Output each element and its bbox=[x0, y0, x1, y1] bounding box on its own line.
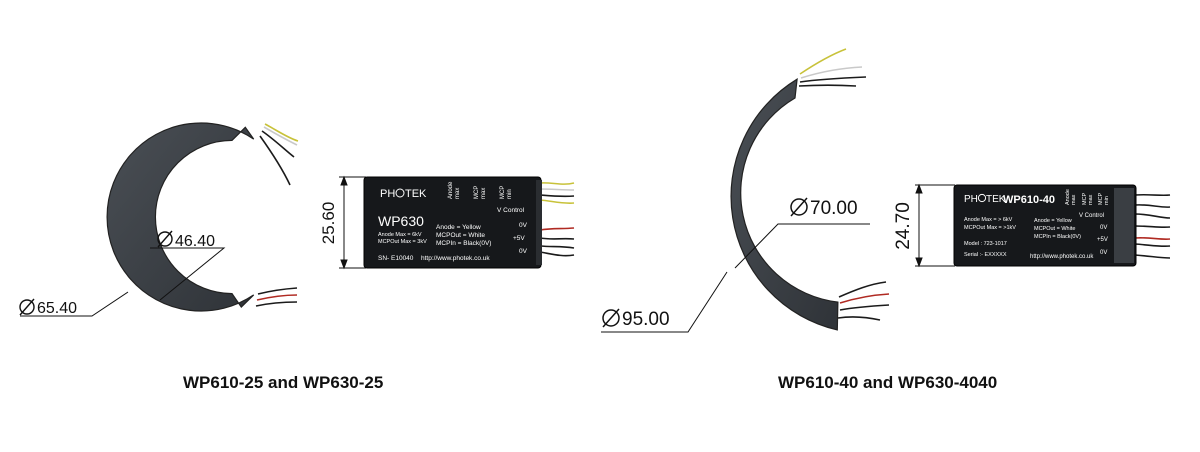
right-url: http://www.photek.co.uk bbox=[1030, 254, 1094, 260]
left-height-value: 25.60 bbox=[319, 202, 338, 245]
left-url: http://www.photek.co.uk bbox=[421, 255, 490, 262]
left-v2: +5V bbox=[513, 235, 525, 242]
left-driver-module: PH TEK WP630 Anode Max = 6kV MCPOut Max … bbox=[363, 176, 542, 269]
left-inner-diameter-value: 46.40 bbox=[175, 233, 215, 250]
right-col3-line2: min bbox=[1104, 196, 1110, 205]
left-leader-lines bbox=[20, 247, 226, 317]
left-brand-left: PH bbox=[380, 188, 395, 200]
left-col1-line2: max bbox=[455, 188, 461, 199]
right-inner-diameter-value: 70.00 bbox=[810, 198, 858, 219]
right-outer-diameter-value: 95.00 bbox=[622, 309, 670, 330]
left-col2-line2: max bbox=[481, 188, 487, 199]
right-v2: +5V bbox=[1097, 237, 1108, 243]
left-brand-right: TEK bbox=[405, 188, 427, 200]
left-brand-o-icon bbox=[395, 188, 405, 198]
left-module-wires bbox=[539, 182, 575, 257]
left-col3-line2: min bbox=[507, 189, 513, 199]
left-assembly: 65.40 46.40 25.60 bbox=[19, 122, 575, 317]
right-brand-right: TEK bbox=[986, 194, 1006, 205]
left-v3: 0V bbox=[519, 248, 528, 255]
right-assembly: 95.00 70.00 24.70 bbox=[601, 48, 1171, 333]
left-caption: WP610-25 and WP630-25 bbox=[183, 373, 384, 392]
right-v3: 0V bbox=[1100, 250, 1107, 256]
left-height-dimension bbox=[339, 175, 366, 270]
left-inner-diameter-label: 46.40 bbox=[157, 230, 215, 250]
left-wire2: MCPOut = White bbox=[436, 232, 485, 239]
right-ring-wires-bottom bbox=[837, 281, 890, 321]
left-v1: 0V bbox=[519, 222, 528, 229]
left-outer-diameter-label: 65.40 bbox=[19, 298, 77, 317]
right-c-ring bbox=[730, 78, 839, 331]
left-spec-line1: Anode Max = 6kV bbox=[378, 232, 422, 238]
left-spec-line2: MCPOut Max = 3kV bbox=[378, 239, 427, 245]
left-v-control: V Control bbox=[497, 207, 525, 214]
right-col2-line2: max bbox=[1088, 194, 1094, 205]
right-model-name: WP610-40 bbox=[1003, 194, 1055, 206]
right-v-control: V Control bbox=[1079, 213, 1104, 219]
left-outer-diameter-value: 65.40 bbox=[37, 300, 77, 317]
left-c-ring bbox=[106, 122, 255, 312]
right-wire2: MCPOut = White bbox=[1034, 226, 1075, 232]
right-inner-diameter-label: 70.00 bbox=[790, 197, 858, 219]
right-caption: WP610-40 and WP630-4040 bbox=[778, 373, 998, 392]
left-col1-line1: Anode bbox=[448, 181, 454, 199]
right-height-value: 24.70 bbox=[893, 202, 914, 250]
right-height-dimension bbox=[915, 183, 955, 268]
right-col1-line1: Anode bbox=[1065, 189, 1071, 205]
left-col3-line1: MCP bbox=[500, 186, 506, 199]
right-spec-line1: Anode Max = > 6kV bbox=[964, 217, 1013, 223]
right-leader-lines bbox=[601, 223, 870, 333]
left-wire1: Anode = Yellow bbox=[436, 224, 481, 231]
right-col3-line1: MCP bbox=[1098, 192, 1104, 205]
right-wire1: Anode = Yellow bbox=[1034, 218, 1072, 224]
left-col2-line1: MCP bbox=[474, 186, 480, 199]
right-serial: Serial :- EXXXXX bbox=[964, 252, 1007, 258]
right-module-wires bbox=[1134, 193, 1171, 259]
right-col2-line1: MCP bbox=[1082, 192, 1088, 205]
left-wire3: MCPIn = Black(0V) bbox=[436, 240, 491, 247]
left-serial: SN- E10040 bbox=[378, 255, 414, 262]
right-col1-line2: max bbox=[1071, 194, 1077, 205]
right-wire3: MCPIn = Black(0V) bbox=[1034, 234, 1081, 240]
left-ring-wires-bottom bbox=[255, 287, 298, 307]
right-driver-module: PH TEK WP610-40 Anode Max = > 6kV MCPOut… bbox=[953, 184, 1137, 267]
right-spec-line2: MCPOut Max = >1kV bbox=[964, 225, 1016, 231]
right-model-number: Model : 723-1017 bbox=[964, 241, 1007, 247]
right-outer-diameter-label: 95.00 bbox=[602, 308, 670, 330]
right-brand-o-icon bbox=[977, 193, 987, 203]
left-model-name: WP630 bbox=[378, 213, 424, 229]
right-ring-wires-top bbox=[798, 48, 867, 87]
right-v1: 0V bbox=[1100, 225, 1107, 231]
right-brand-left: PH bbox=[964, 194, 978, 205]
left-ring-wires-top bbox=[259, 123, 299, 186]
